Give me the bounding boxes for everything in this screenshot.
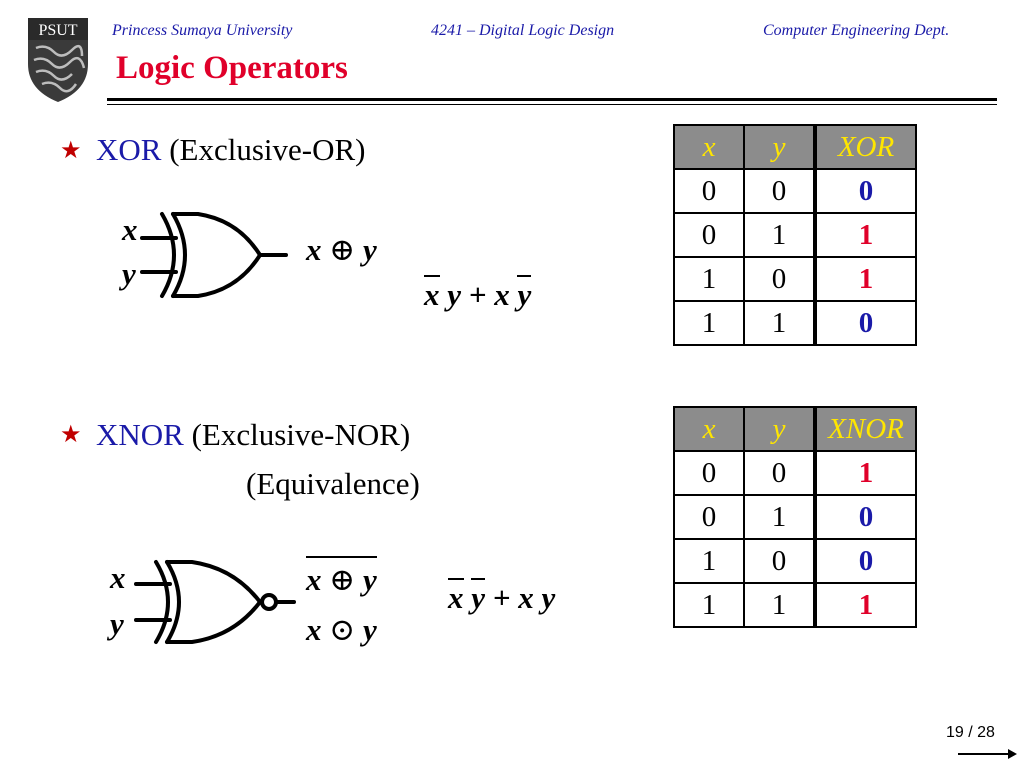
table-header-row: x y XOR (673, 124, 917, 170)
cell-x: 0 (673, 212, 745, 258)
cell-x: 1 (673, 538, 745, 584)
header-rule-thin (107, 104, 997, 105)
cell-x: 0 (673, 450, 745, 496)
cell-y: 1 (743, 212, 816, 258)
page-number: 19 / 28 (946, 724, 995, 741)
xor-description: (Exclusive-OR) (169, 132, 366, 167)
svg-text:PSUT: PSUT (38, 22, 77, 39)
column-header-y: y (743, 124, 816, 170)
slide-title: Logic Operators (116, 50, 348, 86)
cell-result: 0 (813, 494, 917, 540)
header-course: 4241 – Digital Logic Design (431, 22, 615, 39)
xor-output-expression: x ⊕ y (306, 232, 377, 267)
column-header-x: x (673, 124, 745, 170)
xnor-equivalence-expression: x ⊙ y (306, 612, 377, 647)
cell-result: 0 (813, 300, 917, 346)
column-header-xor: XOR (813, 124, 917, 170)
xnor-input-y: y (110, 606, 124, 641)
header-department: Computer Engineering Dept. (763, 22, 950, 39)
star-bullet-icon: ★ (60, 420, 82, 448)
cell-y: 0 (743, 450, 816, 496)
cell-y: 1 (743, 582, 816, 628)
xor-input-y: y (122, 256, 136, 291)
cell-result: 0 (813, 538, 917, 584)
next-slide-arrow-icon[interactable] (958, 748, 1018, 760)
xor-sop-expression: x y + x y (424, 275, 532, 312)
xnor-gate-symbol (134, 560, 296, 644)
cell-result: 1 (813, 256, 917, 302)
column-header-y: y (743, 406, 816, 452)
cell-y: 1 (743, 494, 816, 540)
psut-logo: PSUT (28, 18, 88, 102)
cell-y: 0 (743, 256, 816, 302)
cell-y: 0 (743, 538, 816, 584)
cell-y: 1 (743, 300, 816, 346)
column-header-xnor: XNOR (813, 406, 917, 452)
xor-bullet: XOR (Exclusive-OR) (96, 132, 365, 168)
cell-x: 1 (673, 582, 745, 628)
xnor-keyword: XNOR (96, 417, 184, 452)
column-header-x: x (673, 406, 745, 452)
xnor-output-expression: x ⊕ y (306, 556, 377, 598)
cell-y: 0 (743, 168, 816, 214)
header-rule (107, 98, 997, 101)
xor-keyword: XOR (96, 132, 162, 167)
xnor-alias: (Equivalence) (246, 466, 420, 501)
xnor-bullet: XNOR (Exclusive-NOR) (96, 417, 410, 453)
cell-x: 1 (673, 300, 745, 346)
xor-input-x: x (122, 212, 138, 247)
header-university: Princess Sumaya University (112, 22, 293, 39)
cell-result: 1 (813, 450, 917, 496)
cell-x: 0 (673, 494, 745, 540)
xnor-input-x: x (110, 560, 126, 595)
xor-gate-symbol (140, 212, 288, 298)
cell-result: 0 (813, 168, 917, 214)
xnor-sop-expression: x y + x y (448, 578, 556, 615)
cell-x: 0 (673, 168, 745, 214)
cell-result: 1 (813, 582, 917, 628)
cell-x: 1 (673, 256, 745, 302)
xnor-description: (Exclusive-NOR) (191, 417, 411, 452)
star-bullet-icon: ★ (60, 136, 82, 164)
table-header-row: x y XNOR (673, 406, 917, 452)
cell-result: 1 (813, 212, 917, 258)
